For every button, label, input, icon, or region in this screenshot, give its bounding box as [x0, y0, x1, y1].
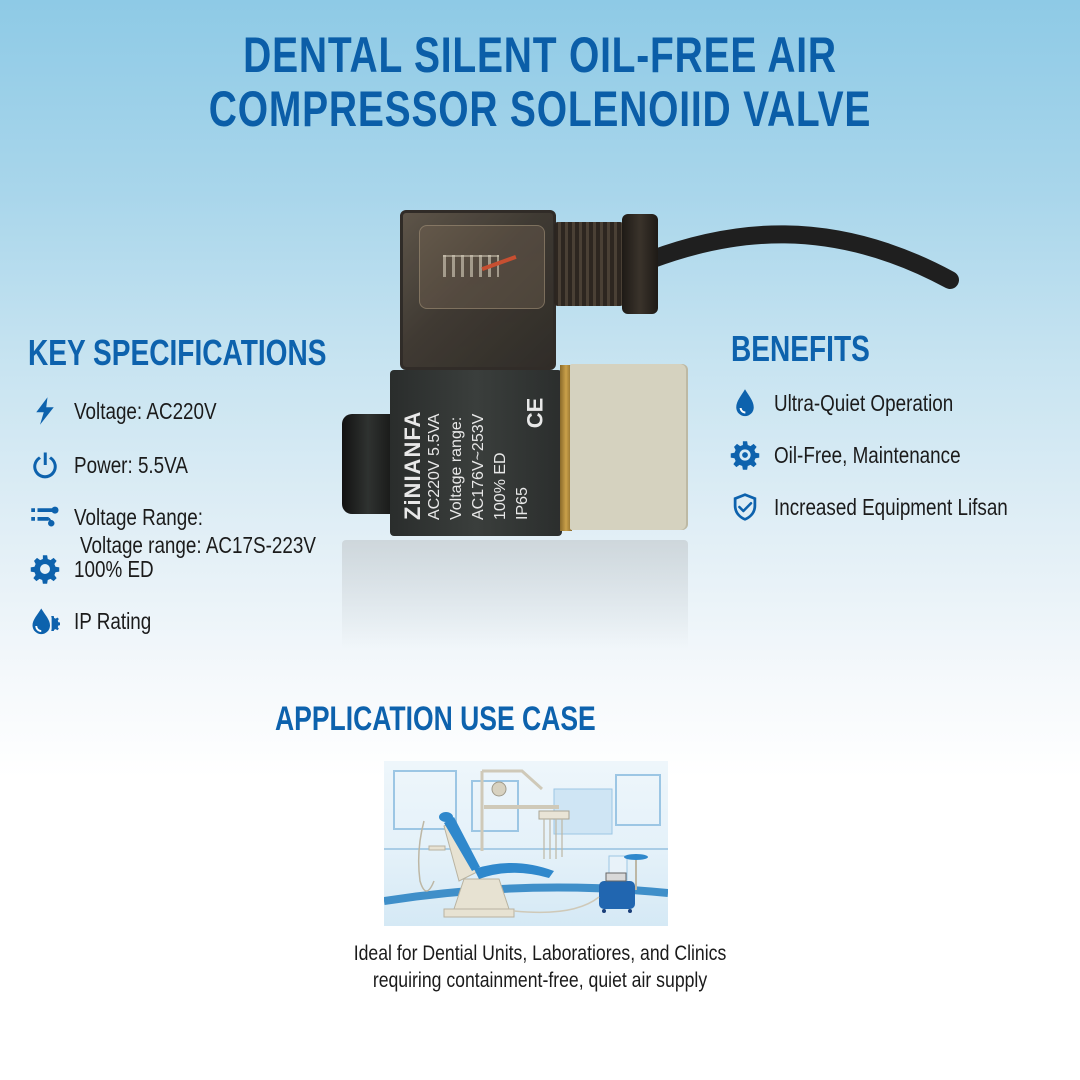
application-caption: Ideal for Dential Units, Laboratiores, a…: [0, 940, 1080, 994]
cable-gland-nut: [622, 214, 658, 314]
dental-chair-illustration: [384, 769, 668, 918]
spec-item-sub-label: Voltage range: AC17S-223V: [80, 532, 316, 558]
spec-item-label: Voltage: AC220V: [74, 397, 217, 424]
coil-line: AC220V 5.5VA: [426, 413, 443, 520]
spec-item-label: IP Rating: [74, 607, 152, 634]
benefit-item-label: Oil-Free, Maintenance: [774, 441, 961, 468]
range-sliders-icon: [28, 500, 62, 534]
coil-line: IP65: [514, 487, 531, 520]
spec-item-duty-cycle: 100% ED: [28, 552, 171, 586]
benefits-heading: BENEFITS: [731, 328, 870, 369]
brass-core-tube: [560, 365, 572, 531]
benefit-item-label: Increased Equipment Lifsan: [774, 493, 1008, 520]
cable-gland-thread: [554, 222, 624, 306]
coil-label: ZiNIANFA AC220V 5.5VA Voltage range: AC1…: [400, 370, 542, 520]
gear-icon: [728, 438, 762, 472]
spec-item-label: Voltage Range:: [74, 503, 203, 530]
product-reflection: [342, 540, 688, 650]
power-cable: [641, 225, 959, 289]
spec-item-label: 100% ED: [74, 555, 154, 582]
shield-check-icon: [728, 490, 762, 524]
spec-item-label: Power: 5.5VA: [74, 451, 188, 478]
coil-line: AC176V~253V: [470, 413, 487, 520]
dental-clinic-illustration: [384, 761, 668, 926]
spec-item-voltage-range: Voltage Range:: [28, 500, 231, 534]
application-caption-line-2: requiring containment-free, quiet air su…: [372, 969, 708, 992]
product-image-solenoid-valve: ZiNIANFA AC220V 5.5VA Voltage range: AC1…: [330, 200, 980, 660]
page-title-line-1: DENTAL SILENT OIL-FREE AIR: [243, 27, 837, 83]
ce-mark: CE: [522, 397, 548, 429]
coil-line: 100% ED: [492, 452, 509, 520]
valve-body: [570, 364, 688, 530]
power-icon: [28, 448, 62, 482]
water-drop-gear-icon: [28, 604, 62, 638]
benefit-item-lifespan: Increased Equipment Lifsan: [728, 490, 1059, 524]
coil-lock-nut: [342, 414, 394, 514]
page-title-line-2: COMPRESSOR SOLENOIID VALVE: [208, 81, 872, 137]
coil-brand: ZiNIANFA: [400, 410, 425, 520]
connector-cap: [400, 210, 556, 370]
water-drop-icon: [728, 386, 762, 420]
benefit-item-quiet: Ultra-Quiet Operation: [728, 386, 993, 420]
application-caption-line-1: Ideal for Dential Units, Laboratiores, a…: [353, 942, 727, 965]
application-heading: APPLICATION USE CASE: [275, 700, 596, 738]
lightning-bolt-icon: [28, 394, 62, 428]
spec-item-power: Power: 5.5VA: [28, 448, 213, 482]
key-specifications-heading: KEY SPECIFICATIONS: [28, 332, 327, 373]
benefit-item-oil-free: Oil-Free, Maintenance: [728, 438, 1002, 472]
gear-icon: [28, 552, 62, 586]
spec-item-voltage: Voltage: AC220V: [28, 394, 248, 428]
benefit-item-label: Ultra-Quiet Operation: [774, 389, 954, 416]
spec-item-ip-rating: IP Rating: [28, 604, 168, 638]
coil-line: Voltage range:: [448, 416, 465, 520]
solenoid-coil: ZiNIANFA AC220V 5.5VA Voltage range: AC1…: [390, 370, 562, 536]
page-title: DENTAL SILENT OIL-FREE AIR COMPRESSOR SO…: [0, 28, 1080, 136]
